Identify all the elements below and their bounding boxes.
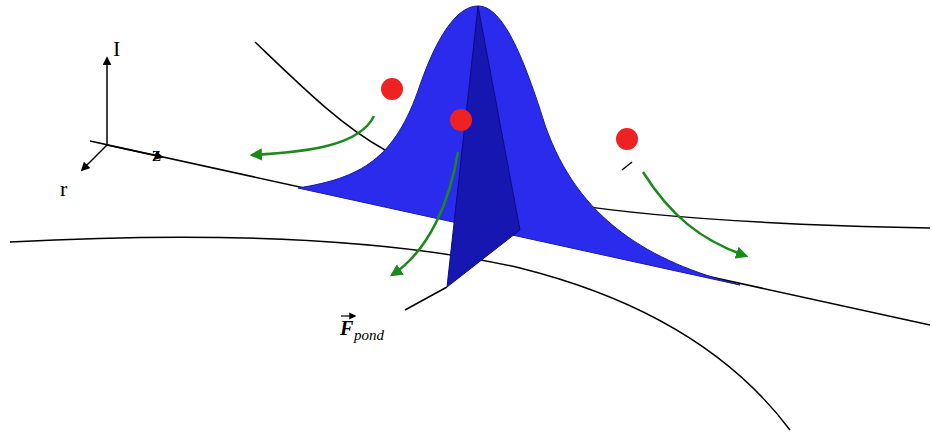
intensity-axis	[106, 58, 108, 145]
force-leader	[405, 287, 447, 310]
motion-arrow	[392, 152, 458, 275]
axis-label: z	[152, 144, 161, 164]
motion-arrow	[252, 116, 374, 155]
force-symbol: F	[340, 318, 353, 338]
axis-label: r	[60, 178, 67, 200]
cross-section-plane	[447, 6, 520, 287]
tick-mark	[622, 162, 632, 170]
force-subscript: pond	[354, 328, 384, 343]
particle	[450, 109, 472, 131]
vector-arrow	[341, 315, 355, 316]
axis-label: I	[113, 38, 120, 60]
radial-axis	[82, 145, 107, 170]
motion-arrow	[643, 172, 746, 256]
particle	[616, 128, 638, 150]
gaussian-profile	[298, 6, 740, 285]
plane-outline	[447, 6, 520, 287]
particle	[381, 78, 403, 100]
